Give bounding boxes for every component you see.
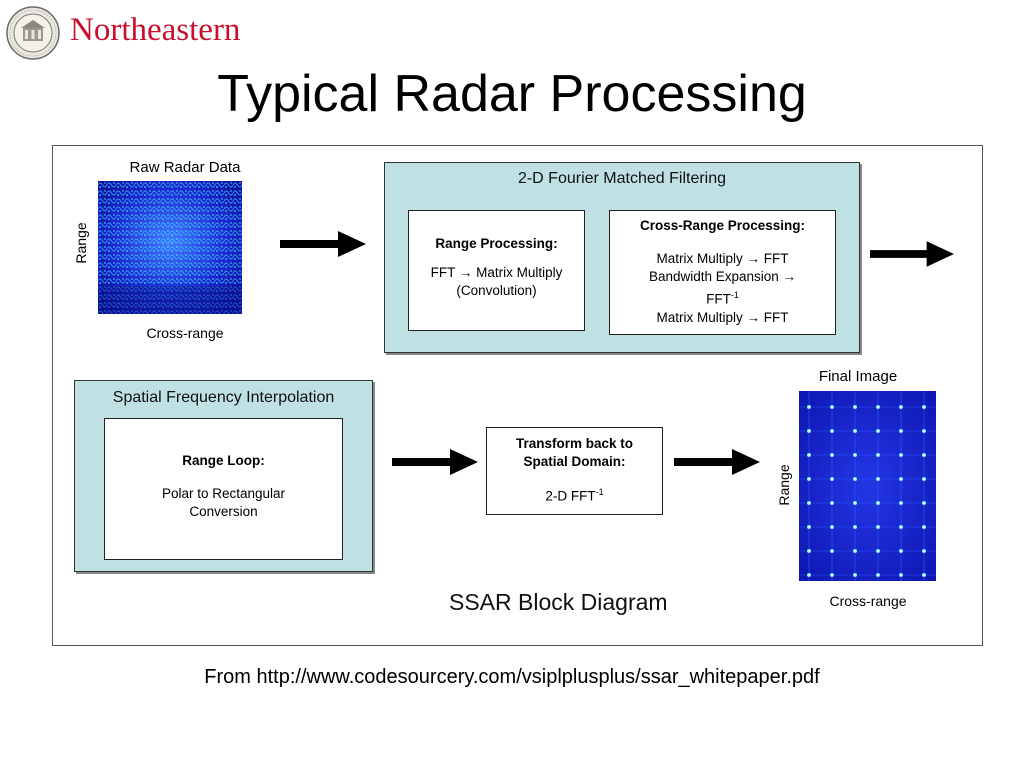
cross-range-line-2: Bandwidth Expansion →	[648, 269, 797, 284]
cross-range-line-4: Matrix Multiply → FFT	[656, 309, 789, 325]
final-image-cross-range-label: Cross-range	[829, 593, 907, 609]
transform-fft-exponent: -1	[595, 487, 604, 497]
range-processing-line-2: (Convolution)	[456, 283, 537, 298]
source-citation: From http://www.codesourcery.com/vsiplpl…	[204, 666, 820, 688]
transform-fft: 2-D FFT	[545, 488, 596, 504]
range-processing-heading: Range Processing:	[435, 236, 558, 251]
transform-fft-line: 2-D FFT-1	[487, 483, 662, 506]
diagram-caption: SSAR Block Diagram	[449, 589, 668, 615]
transform-back-box: Transform back to Spatial Domain: 2-D FF…	[486, 427, 663, 515]
range-loop-line-1: Polar to Rectangular	[161, 486, 286, 501]
cross-range-fft: FFT	[706, 291, 731, 307]
range-processing-line-1: FFT → Matrix Multiply	[430, 265, 563, 280]
cross-range-line-3: FFT-1	[610, 286, 835, 309]
final-radar-image	[799, 391, 936, 581]
raw-image-range-label: Range	[73, 222, 89, 264]
slide-title: Typical Radar Processing	[217, 65, 807, 123]
fourier-panel-title: 2-D Fourier Matched Filtering	[517, 170, 727, 187]
range-loop-heading: Range Loop:	[182, 453, 265, 468]
flow-arrow-4	[674, 449, 760, 475]
raw-image-cross-range-label: Cross-range	[146, 325, 224, 341]
final-image-title: Final Image	[818, 368, 898, 385]
flow-arrow-3	[392, 449, 478, 475]
transform-heading-2: Spatial Domain:	[523, 454, 626, 469]
ssar-block-diagram: Raw Radar Data Range Cross-range	[52, 145, 983, 646]
final-image-range-label: Range	[776, 464, 792, 506]
range-processing-box: Range Processing: FFT → Matrix Multiply …	[408, 210, 585, 331]
cross-range-fft-exponent: -1	[730, 290, 739, 300]
cross-range-line-1: Matrix Multiply → FFT	[656, 251, 789, 266]
raw-radar-image	[98, 181, 242, 314]
range-loop-line-2: Conversion	[189, 504, 258, 519]
transform-heading-1: Transform back to	[515, 436, 634, 451]
range-loop-box: Range Loop: Polar to Rectangular Convers…	[104, 418, 343, 560]
northeastern-seal-logo	[6, 6, 60, 60]
fourier-matched-filtering-panel: 2-D Fourier Matched Filtering Range Proc…	[384, 162, 860, 353]
flow-arrow-1	[280, 231, 366, 257]
spatial-frequency-interpolation-panel: Spatial Frequency Interpolation Range Lo…	[74, 380, 373, 572]
cross-range-heading: Cross-Range Processing:	[639, 218, 806, 233]
brand-name: Northeastern	[70, 12, 241, 48]
interp-panel-title: Spatial Frequency Interpolation	[112, 389, 335, 406]
flow-arrow-2	[870, 241, 954, 267]
raw-image-title: Raw Radar Data	[129, 159, 241, 176]
cross-range-processing-box: Cross-Range Processing: Matrix Multiply …	[609, 210, 836, 335]
